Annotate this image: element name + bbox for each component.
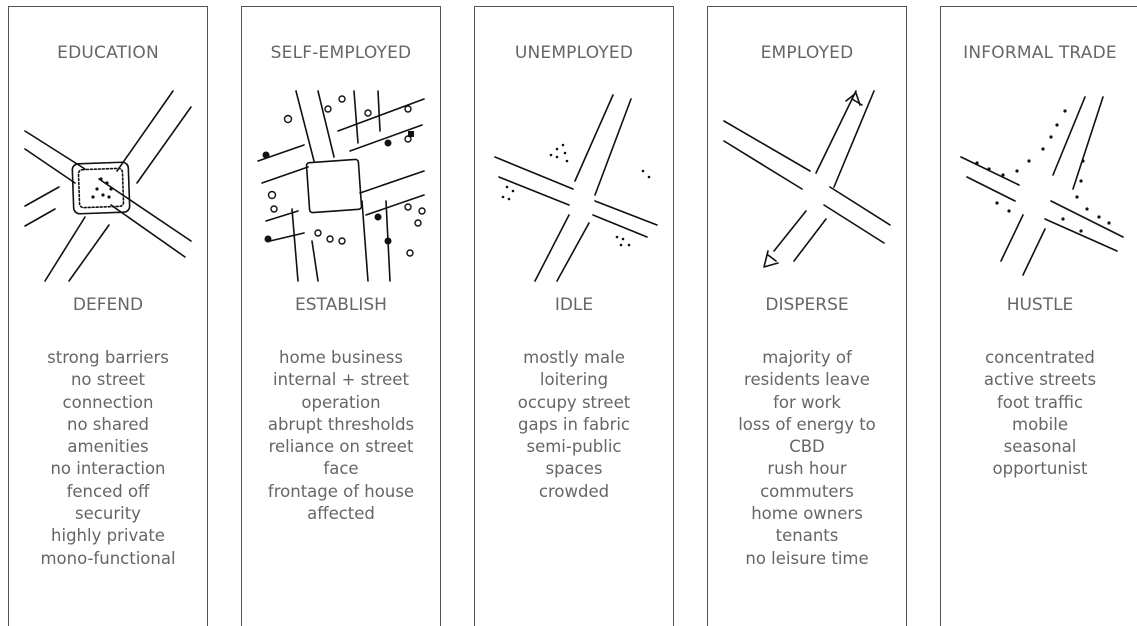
- note-line: fenced off: [66, 481, 150, 501]
- note-line: highly private: [51, 526, 165, 546]
- note-line: strong barriers: [47, 348, 169, 367]
- column-heading: INFORMAL TRADE: [963, 43, 1117, 63]
- column-education: EDUCATION DEFEND strong barriers no stre…: [8, 6, 208, 626]
- note-line: mono-functional: [40, 548, 176, 568]
- note-line: no shared: [66, 414, 149, 434]
- note-line: tenants: [775, 526, 839, 546]
- column-notes: mostly male loitering occupy street gaps…: [475, 347, 673, 503]
- note-line: occupy street: [517, 392, 631, 412]
- note-line: mobile: [1012, 414, 1068, 434]
- column-heading: EDUCATION: [57, 43, 159, 63]
- note-line: home owners: [751, 504, 863, 524]
- note-line: no leisure time: [745, 548, 869, 568]
- note-line: for work: [773, 392, 841, 412]
- note-line: majority of: [762, 348, 852, 367]
- note-line: spaces: [545, 459, 603, 479]
- column-notes: concentrated active streets foot traffic…: [941, 347, 1137, 481]
- column-verb: DISPERSE: [765, 295, 849, 315]
- note-line: operation: [301, 392, 381, 412]
- note-line: semi-public: [526, 437, 622, 457]
- note-line: connection: [62, 392, 154, 412]
- note-line: crowded: [538, 481, 610, 501]
- note-line: gaps in fabric: [517, 414, 631, 434]
- column-heading: UNEMPLOYED: [514, 43, 634, 63]
- note-line: opportunist: [992, 459, 1088, 479]
- column-unemployed: UNEMPLOYED IDLE mostly male loitering oc…: [474, 6, 674, 626]
- note-line: residents leave: [744, 370, 870, 390]
- note-line: no street: [70, 370, 146, 390]
- sketch-hustle: [957, 91, 1124, 281]
- column-verb: DEFEND: [72, 295, 144, 315]
- note-line: amenities: [67, 437, 149, 457]
- column-notes: strong barriers no street connection no …: [9, 347, 207, 570]
- note-line: face: [323, 459, 359, 479]
- note-line: loss of energy to: [738, 414, 876, 434]
- note-line: concentrated: [985, 348, 1095, 367]
- column-notes: majority of residents leave for work los…: [708, 347, 906, 570]
- column-verb: ESTABLISH: [295, 295, 387, 315]
- column-self-employed: SELF-EMPLOYED ESTABLISH home busine: [241, 6, 441, 626]
- note-line: loitering: [539, 370, 609, 390]
- sketch-defend: [24, 90, 192, 282]
- column-notes: home business internal + street operatio…: [242, 347, 440, 525]
- column-verb: IDLE: [554, 295, 594, 315]
- note-line: active streets: [983, 370, 1097, 390]
- column-heading: EMPLOYED: [760, 43, 854, 63]
- note-line: mostly male: [523, 348, 625, 367]
- column-heading: SELF-EMPLOYED: [270, 43, 412, 63]
- note-line: commuters: [760, 481, 854, 501]
- note-line: CBD: [789, 437, 825, 457]
- note-line: affected: [307, 504, 375, 524]
- sketch-idle: [491, 91, 658, 282]
- column-employed: EMPLOYED DISPERSE majority of residents …: [707, 6, 907, 626]
- column-verb: HUSTLE: [1006, 295, 1074, 315]
- note-line: no interaction: [50, 459, 166, 479]
- note-line: internal + street: [273, 370, 409, 390]
- note-line: home business: [279, 348, 403, 367]
- note-line: rush hour: [767, 459, 847, 479]
- sketch-disperse: [723, 90, 891, 281]
- note-line: security: [75, 504, 141, 524]
- note-line: abrupt thresholds: [267, 414, 415, 434]
- note-line: seasonal: [1003, 437, 1077, 457]
- note-line: reliance on street: [268, 437, 414, 457]
- column-informal-trade: INFORMAL TRADE HUSTLE concentrated activ…: [940, 6, 1137, 626]
- sketch-establish: [257, 90, 426, 282]
- note-line: frontage of house: [267, 481, 415, 501]
- note-line: foot traffic: [996, 392, 1084, 412]
